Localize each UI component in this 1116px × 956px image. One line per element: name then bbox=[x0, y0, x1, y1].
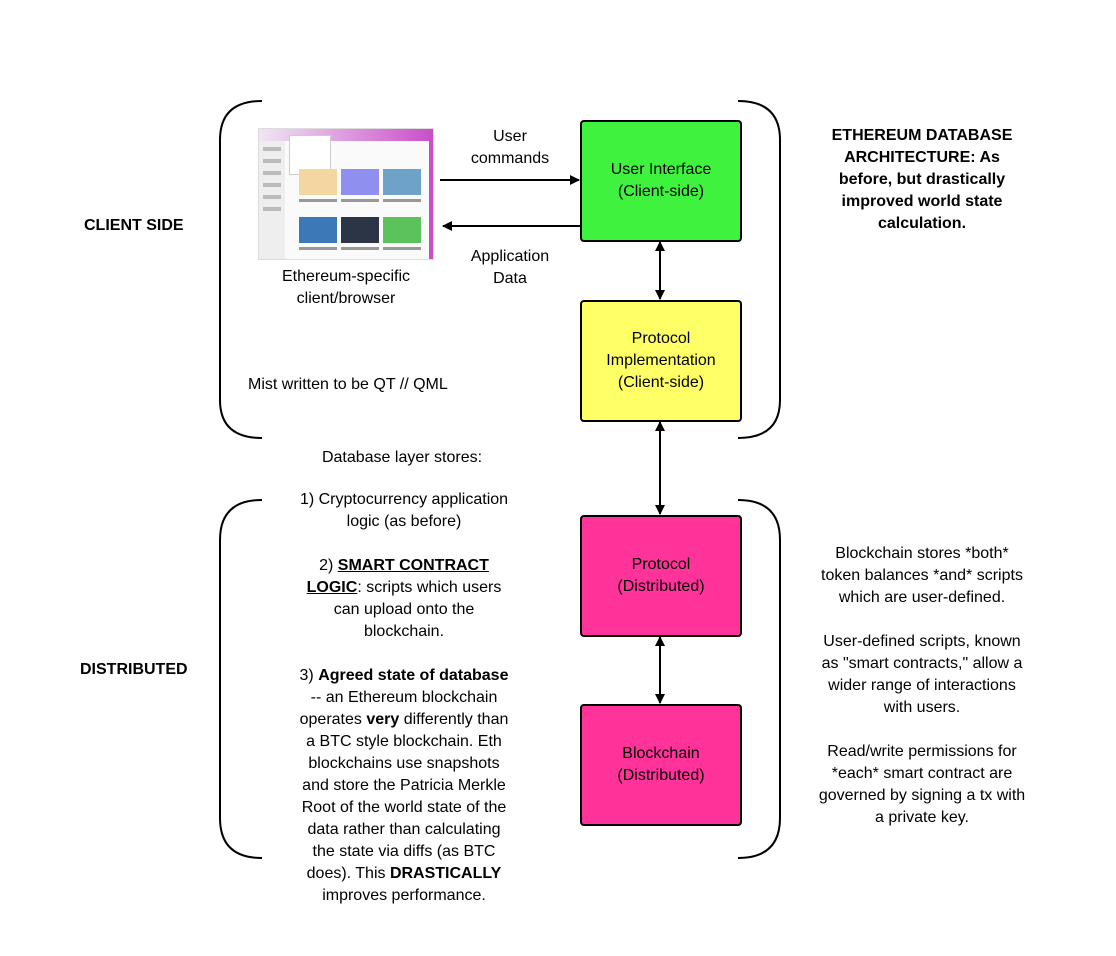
item1-line: 1) Cryptocurrency application bbox=[299, 491, 509, 508]
distributed-label: DISTRIBUTED bbox=[80, 661, 188, 678]
box-line: Blockchain bbox=[622, 745, 700, 762]
item3-line: improves performance. bbox=[322, 887, 486, 904]
label-line: User bbox=[493, 128, 527, 145]
blockchain-box: Blockchain (Distributed) bbox=[580, 704, 742, 826]
client-right-bracket bbox=[737, 100, 781, 439]
note-line: a private key. bbox=[875, 809, 969, 826]
caption-line: client/browser bbox=[296, 290, 396, 307]
diagram-title: ETHEREUM DATABASE ARCHITECTURE: As befor… bbox=[800, 125, 1044, 235]
client-left-bracket bbox=[219, 100, 263, 439]
title-line: calculation. bbox=[877, 215, 967, 232]
item2-prefix: 2) bbox=[319, 557, 338, 574]
item3-line: a BTC style blockchain. Eth bbox=[306, 733, 502, 750]
note-line: which are user-defined. bbox=[838, 589, 1006, 606]
box-line: (Client-side) bbox=[617, 374, 705, 391]
application-data-label: Application Data bbox=[456, 246, 564, 290]
note-line: wider range of interactions bbox=[828, 677, 1016, 694]
user-interface-box: User Interface (Client-side) bbox=[580, 120, 742, 242]
title-line: improved world state bbox=[841, 193, 1003, 210]
item3-prefix: 3) bbox=[299, 667, 319, 684]
label-line: Data bbox=[493, 270, 527, 287]
item3-line: -- an Ethereum blockchain bbox=[310, 689, 498, 706]
box-line: Protocol bbox=[631, 556, 691, 573]
item3-line: data rather than calculating bbox=[307, 821, 501, 838]
item3-line: 3) Agreed state of database bbox=[280, 665, 528, 687]
label-line: commands bbox=[470, 150, 550, 167]
protocol-distributed-box: Protocol (Distributed) bbox=[580, 515, 742, 637]
box-line: (Client-side) bbox=[617, 183, 705, 200]
item2-bold: LOGIC bbox=[306, 579, 358, 596]
item2-bold: SMART CONTRACT bbox=[337, 557, 489, 574]
note-line: token balances *and* scripts bbox=[821, 567, 1023, 584]
item3-line: blockchains use snapshots bbox=[308, 755, 500, 772]
item3-line: operates very differently than bbox=[280, 709, 528, 731]
item1-line: logic (as before) bbox=[346, 513, 462, 530]
client-browser-screenshot bbox=[258, 128, 434, 260]
user-commands-label: User commands bbox=[460, 126, 560, 170]
note-line: User-defined scripts, known bbox=[823, 633, 1021, 650]
item3-text: does). This bbox=[306, 865, 390, 882]
title-line: before, but drastically bbox=[838, 171, 1006, 188]
title-line: ETHEREUM DATABASE bbox=[831, 127, 1013, 144]
note-line: governed by signing a tx with bbox=[818, 787, 1026, 804]
item3-bold: Agreed state of database bbox=[318, 667, 509, 684]
box-line: Implementation bbox=[606, 352, 716, 369]
db-layer-items: 1) Cryptocurrency application logic (as … bbox=[280, 489, 528, 907]
item2-line: LOGIC: scripts which users bbox=[280, 577, 528, 599]
note-line: as "smart contracts," allow a bbox=[821, 655, 1023, 672]
note-line: Blockchain stores *both* bbox=[835, 545, 1009, 562]
title-line: ARCHITECTURE: As bbox=[844, 149, 1000, 166]
item3-bold: very bbox=[366, 711, 400, 728]
item3-bold: DRASTICALLY bbox=[389, 865, 502, 882]
protocol-implementation-box: Protocol Implementation (Client-side) bbox=[580, 300, 742, 422]
box-line: (Distributed) bbox=[617, 578, 705, 595]
client-side-label: CLIENT SIDE bbox=[84, 217, 184, 234]
client-browser-caption: Ethereum-specific client/browser bbox=[250, 266, 442, 310]
item3-line: does). This DRASTICALLY bbox=[280, 863, 528, 885]
item2-line: 2) SMART CONTRACT bbox=[280, 555, 528, 577]
mist-note: Mist written to be QT // QML bbox=[248, 376, 448, 393]
distributed-right-bracket bbox=[737, 499, 781, 859]
item3-line: the state via diffs (as BTC bbox=[312, 843, 496, 860]
blockchain-notes: Blockchain stores *both* token balances … bbox=[790, 543, 1054, 829]
item2-line: blockchain. bbox=[363, 623, 445, 640]
note-line: Read/write permissions for bbox=[827, 743, 1017, 760]
caption-line: Ethereum-specific bbox=[281, 268, 411, 285]
item3-text: differently than bbox=[399, 711, 509, 728]
box-line: (Distributed) bbox=[617, 767, 705, 784]
item3-line: and store the Patricia Merkle bbox=[302, 777, 506, 794]
label-line: Application bbox=[470, 248, 550, 265]
note-line: with users. bbox=[883, 699, 961, 716]
db-layer-heading: Database layer stores: bbox=[321, 449, 483, 466]
note-line: *each* smart contract are bbox=[831, 765, 1013, 782]
box-line: Protocol bbox=[631, 330, 691, 347]
item3-line: Root of the world state of the bbox=[301, 799, 507, 816]
item2-line: can upload onto the bbox=[333, 601, 475, 618]
distributed-left-bracket bbox=[219, 499, 263, 859]
item2-rest: : scripts which users bbox=[357, 579, 502, 596]
item3-text: operates bbox=[299, 711, 367, 728]
box-line: User Interface bbox=[610, 161, 712, 178]
